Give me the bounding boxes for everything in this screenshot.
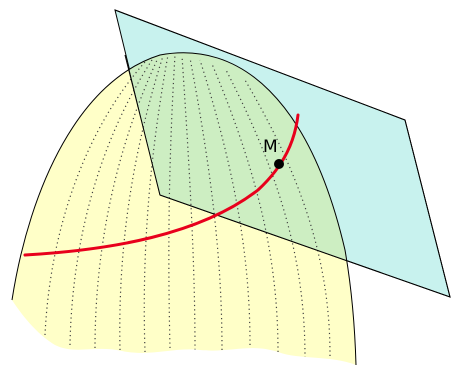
curve-through-m	[23, 113, 300, 257]
surface-over-plane-region	[115, 52, 356, 297]
mesh-line	[225, 69, 306, 359]
surface-mesh	[44, 54, 331, 359]
mesh-line	[94, 57, 159, 349]
mesh-line	[69, 59, 153, 346]
point-m	[274, 159, 284, 169]
tangent-plane-edge	[114, 9, 451, 298]
mesh-line	[189, 57, 223, 351]
mesh-line	[199, 59, 251, 346]
surface-outline	[11, 52, 357, 366]
mesh-line	[44, 61, 146, 336]
mesh-line	[143, 54, 169, 353]
mesh-line	[244, 79, 331, 357]
point-m-label: M	[263, 137, 278, 157]
tangent-plane-inner-edge	[124, 54, 161, 196]
